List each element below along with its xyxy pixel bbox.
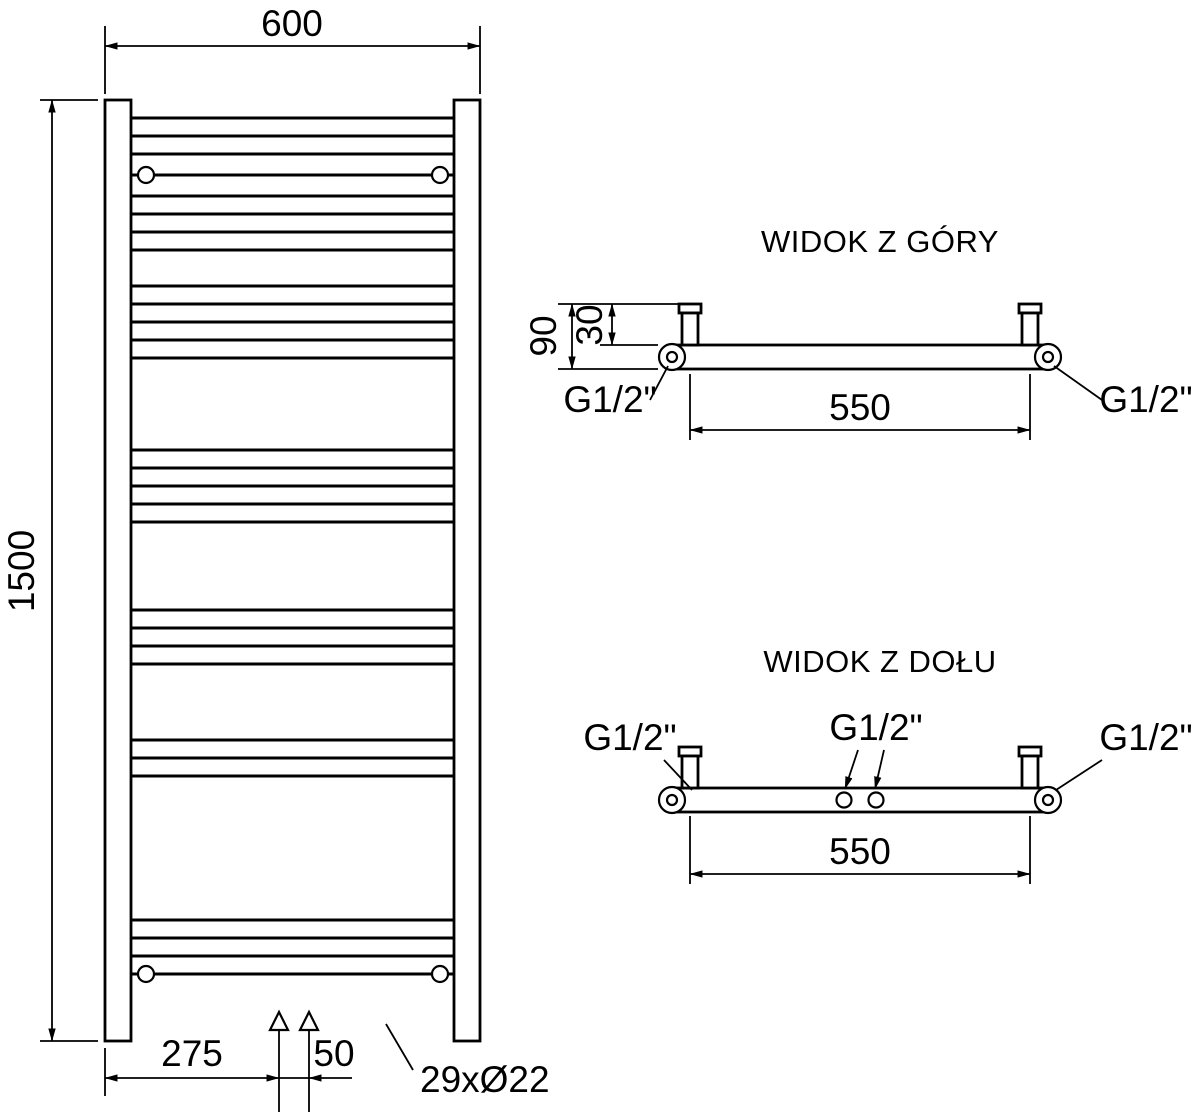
top-view-body — [657, 302, 1063, 372]
bottom-view-title: WIDOK Z DOŁU — [763, 644, 996, 679]
dimension-width: 600 — [104, 3, 481, 94]
top-view-thread-callouts: G1/2" G1/2" — [563, 365, 1193, 420]
tube-callout: 29xØ22 — [385, 1023, 550, 1100]
bottom-view-thread-callouts: G1/2" G1/2" G1/2" — [583, 707, 1193, 791]
dim-valve-spacing-label: 50 — [313, 1033, 354, 1074]
rungs — [131, 116, 454, 976]
thread-label-top-left: G1/2" — [563, 379, 656, 420]
bracket-bottom-right-icon — [430, 964, 450, 984]
collector-bar — [670, 343, 1050, 371]
dim-width-label: 600 — [261, 3, 323, 44]
bottom-view-body — [657, 745, 1063, 815]
top-view-depth-label: 90 — [523, 315, 564, 356]
collector-bar — [670, 786, 1050, 814]
thread-label-top-right: G1/2" — [1099, 379, 1192, 420]
top-view-span-label: 550 — [829, 387, 891, 428]
mounting-brackets — [136, 165, 450, 984]
top-view: WIDOK Z GÓRY 90 30 550 — [523, 224, 1193, 440]
top-view-depth-dims: 90 30 — [523, 303, 679, 370]
top-view-span-dim: 550 — [689, 374, 1031, 440]
bottom-view-span-dim: 550 — [689, 816, 1031, 884]
bracket-top-left-icon — [136, 165, 156, 185]
bottom-view-span-label: 550 — [829, 831, 891, 872]
center-connection-left-icon — [835, 791, 853, 809]
connection-left-hole — [665, 350, 679, 364]
valve-icon — [298, 1009, 320, 1032]
valve-icon — [268, 1009, 290, 1032]
connection-right-hole — [1041, 793, 1055, 807]
dimension-bottom: 275 50 — [104, 1033, 355, 1096]
bracket-bottom-left-icon — [136, 964, 156, 984]
connection-left-hole — [665, 793, 679, 807]
pipe-stub-left — [680, 754, 700, 790]
dim-left-offset-label: 275 — [161, 1033, 223, 1074]
bracket-top-right-icon — [430, 165, 450, 185]
thread-label-bottom-right: G1/2" — [1099, 717, 1192, 758]
pipe-stub-right — [1020, 754, 1040, 790]
dimension-height: 1500 — [1, 99, 98, 1042]
bottom-valves — [268, 1009, 320, 1112]
thread-label-bottom-left: G1/2" — [583, 717, 676, 758]
center-connection-right-icon — [867, 791, 885, 809]
dim-height-label: 1500 — [1, 530, 42, 612]
front-view: 600 1500 275 50 29xØ22 — [1, 3, 550, 1112]
thread-label-bottom-center: G1/2" — [829, 707, 922, 748]
radiator-body — [103, 98, 482, 1043]
tube-count-label: 29xØ22 — [420, 1059, 550, 1100]
pipe-stub-right — [1020, 311, 1040, 347]
top-view-offset-label: 30 — [569, 304, 610, 345]
left-rail — [103, 98, 133, 1043]
pipe-stub-left — [680, 311, 700, 347]
right-rail — [452, 98, 482, 1043]
bottom-view: WIDOK Z DOŁU G1/2" G1/2" G1/2" — [583, 644, 1193, 884]
top-view-title: WIDOK Z GÓRY — [761, 224, 999, 259]
connection-right-hole — [1041, 350, 1055, 364]
